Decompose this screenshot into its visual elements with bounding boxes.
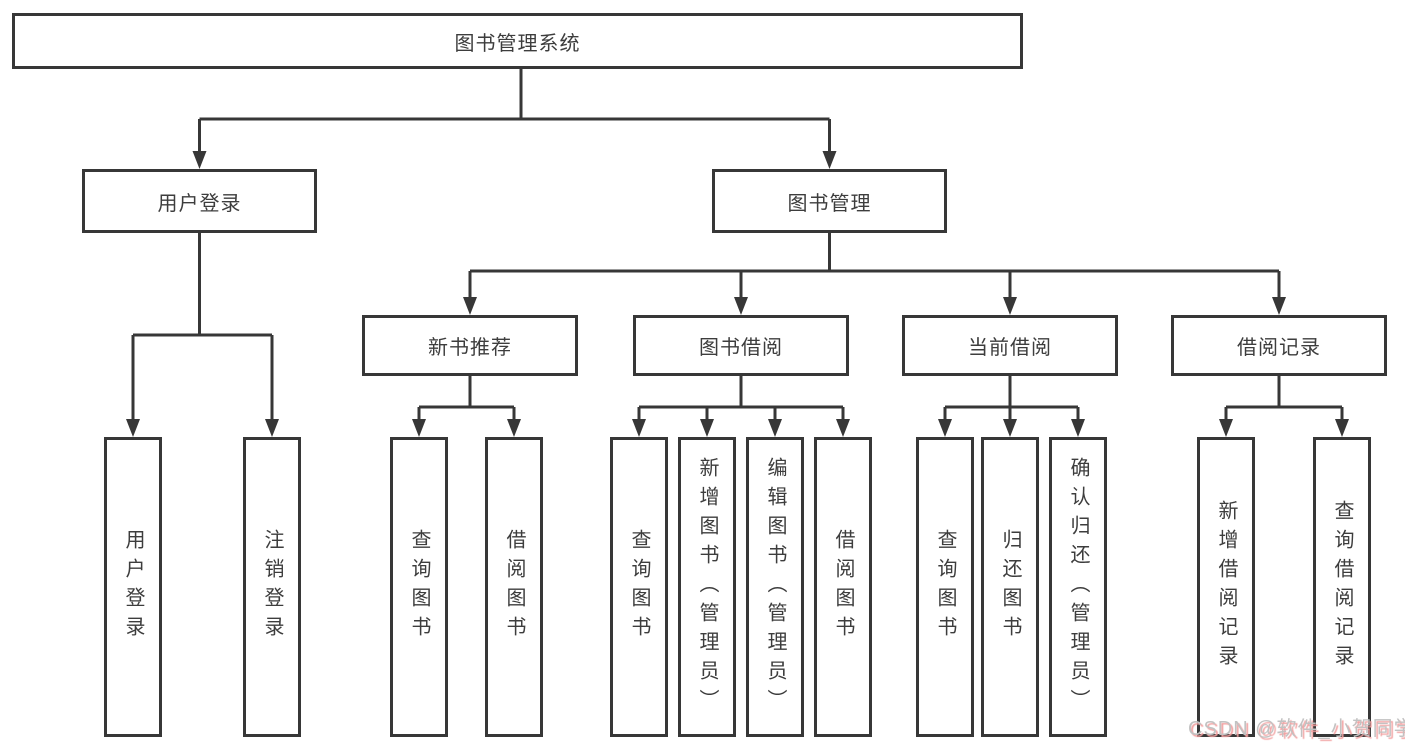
node-user-login: 用户登录 xyxy=(82,169,317,233)
csdn-watermark: CSDN @软件_小贺同学 xyxy=(1188,718,1405,740)
leaf-confirm-return-admin: 确认归还（管理员） xyxy=(1049,437,1107,737)
connector-records-to-leaves xyxy=(1224,376,1344,421)
leaf-user-login: 用户登录 xyxy=(104,437,162,737)
leaf-borrow-books-borrowing: 借阅图书 xyxy=(814,437,872,737)
node-label: 新增图书（管理员） xyxy=(696,456,718,718)
connector-recommend-to-leaves xyxy=(417,376,516,421)
leaf-query-books-borrowing: 查询图书 xyxy=(610,437,668,737)
leaf-edit-book-admin: 编辑图书（管理员） xyxy=(746,437,804,737)
leaf-query-books-current: 查询图书 xyxy=(916,437,974,737)
node-book-management: 图书管理 xyxy=(712,169,947,233)
node-label: 借阅图书 xyxy=(503,529,525,645)
connector-login-to-leaves xyxy=(131,233,274,421)
leaf-add-book-admin: 新增图书（管理员） xyxy=(678,437,736,737)
node-label: 查询图书 xyxy=(628,529,650,645)
leaf-add-borrow-record: 新增借阅记录 xyxy=(1197,437,1255,737)
node-new-book-recommendation: 新书推荐 xyxy=(362,315,578,376)
connector-management-to-level3 xyxy=(468,233,1281,299)
node-label: 查询图书 xyxy=(408,529,430,645)
leaf-query-books-recommend: 查询图书 xyxy=(390,437,448,737)
node-current-borrowing: 当前借阅 xyxy=(902,315,1118,376)
node-label: 编辑图书（管理员） xyxy=(764,456,786,718)
connector-current-to-leaves xyxy=(943,376,1080,421)
connector-root-to-level2 xyxy=(198,69,831,152)
node-book-borrowing: 图书借阅 xyxy=(633,315,849,376)
leaf-query-borrow-record: 查询借阅记录 xyxy=(1313,437,1371,737)
node-label: 注销登录 xyxy=(261,529,283,645)
connector-borrowing-to-leaves xyxy=(637,376,845,421)
leaf-logout: 注销登录 xyxy=(243,437,301,737)
node-library-management-system: 图书管理系统 xyxy=(12,13,1023,69)
node-label: 借阅图书 xyxy=(832,529,854,645)
leaf-borrow-books-recommend: 借阅图书 xyxy=(485,437,543,737)
node-label: 确认归还（管理员） xyxy=(1067,456,1089,718)
node-label: 查询图书 xyxy=(934,529,956,645)
node-label: 新增借阅记录 xyxy=(1215,500,1237,674)
node-label: 用户登录 xyxy=(122,529,144,645)
node-label: 查询借阅记录 xyxy=(1331,500,1353,674)
node-label: 归还图书 xyxy=(999,529,1021,645)
leaf-return-books: 归还图书 xyxy=(981,437,1039,737)
node-borrowing-records: 借阅记录 xyxy=(1171,315,1387,376)
